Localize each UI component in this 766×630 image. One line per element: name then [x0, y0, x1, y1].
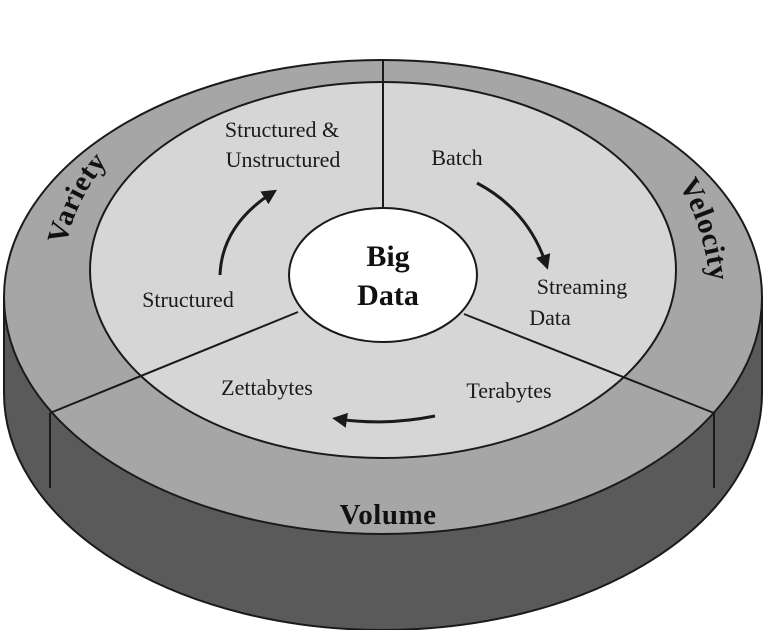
- volume-from-label: Terabytes: [466, 378, 551, 403]
- rim-label-volume: Volume: [340, 499, 437, 531]
- velocity-from-label: Batch: [431, 145, 482, 170]
- variety-from-label: Structured: [142, 287, 234, 312]
- variety-to-line1: Structured &: [225, 117, 339, 142]
- center-label-line1: Big: [366, 240, 409, 273]
- volume-to-label: Zettabytes: [221, 375, 313, 400]
- velocity-to-line2: Data: [529, 305, 571, 330]
- divider-left: [49, 311, 299, 414]
- arrow-up-right-icon: [218, 189, 278, 276]
- velocity-to-line1: Streaming: [537, 274, 627, 299]
- divider-right: [463, 313, 715, 414]
- center-label-line2: Data: [357, 279, 419, 312]
- arrow-left-icon: [332, 412, 436, 428]
- center-ellipse: [288, 207, 478, 343]
- variety-to-line2: Unstructured: [226, 147, 341, 172]
- arrow-down-right-icon: [476, 181, 551, 270]
